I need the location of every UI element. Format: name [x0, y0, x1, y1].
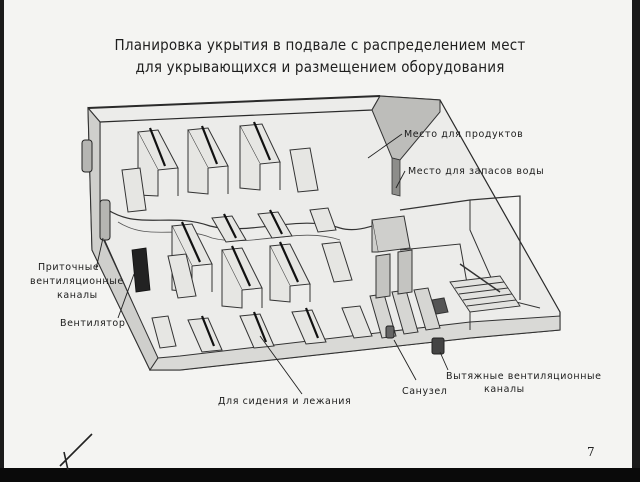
label-food-storage: Место для продуктов — [404, 129, 524, 140]
intake-vent-ducts — [81, 139, 111, 241]
leader-lines — [95, 133, 449, 395]
label-intake-line-1: Приточные — [38, 262, 100, 273]
label-seating: Для сидения и лежания — [218, 396, 352, 407]
pencil-mark — [59, 433, 93, 471]
title-line-1: Планировка укрытия в подвале с распредел… — [114, 36, 526, 54]
label-exhaust-line-2: каналы — [484, 384, 525, 395]
title-line-2: для укрывающихся и размещением оборудова… — [135, 58, 505, 76]
fan-unit — [131, 247, 151, 293]
label-intake-line-2: вентиляционные — [30, 276, 124, 287]
label-water-storage: Место для запасов воды — [408, 166, 545, 177]
label-exhaust-line-1: Вытяжные вентиляционные — [446, 371, 602, 382]
label-toilet: Санузел — [402, 386, 448, 397]
label-intake-line-3: каналы — [57, 290, 98, 301]
partition-wall — [107, 209, 401, 231]
page-number: 7 — [587, 445, 595, 459]
exhaust-vent-ducts — [385, 325, 445, 355]
film-edge-right — [632, 0, 640, 482]
film-edge-bottom — [0, 468, 640, 482]
stairs — [449, 263, 521, 313]
label-fan: Вентилятор — [60, 318, 126, 329]
water-storage — [371, 215, 411, 253]
film-edge-left — [0, 0, 4, 482]
